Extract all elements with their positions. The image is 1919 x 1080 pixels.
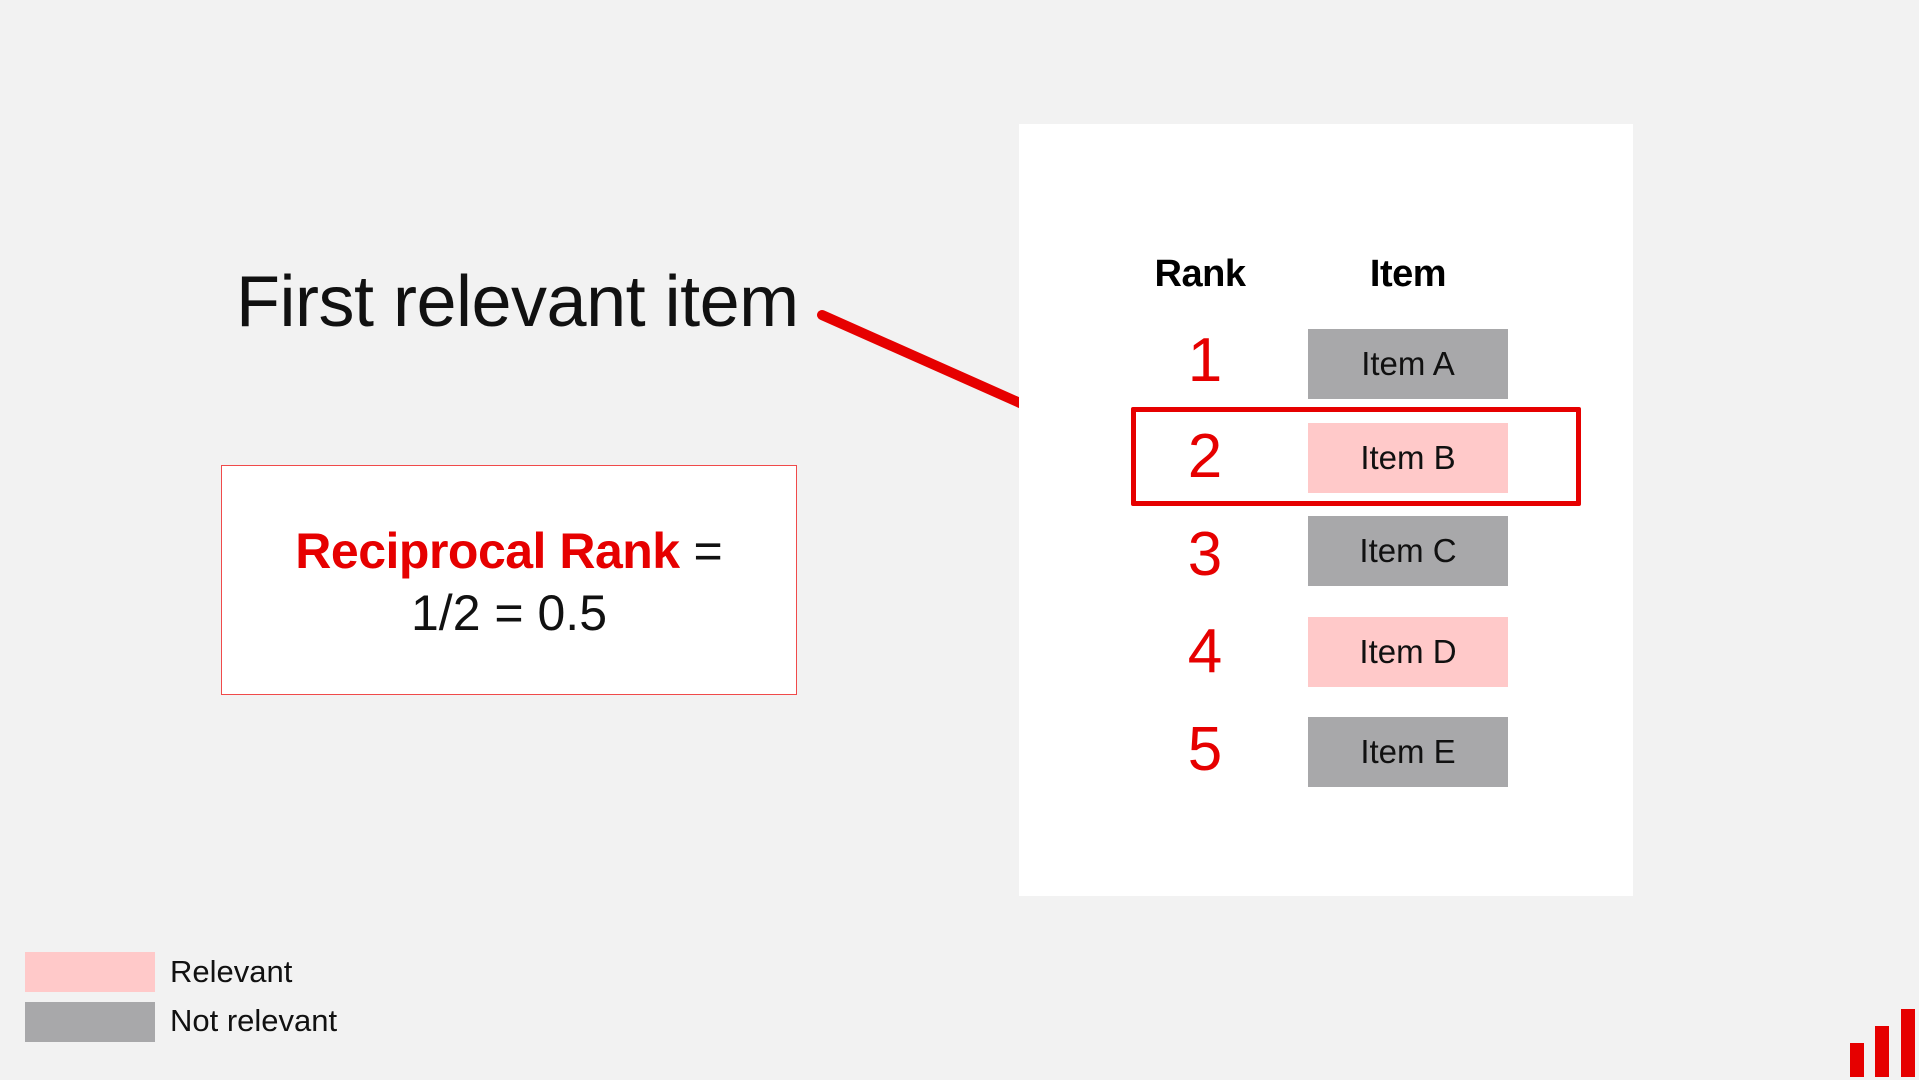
- item-not-relevant: Item C: [1308, 516, 1508, 586]
- rank-number: 4: [1187, 617, 1223, 686]
- item-column-header: Item: [1369, 253, 1447, 295]
- item-relevant: Item D: [1308, 617, 1508, 687]
- rank-number: 3: [1187, 520, 1223, 589]
- item-not-relevant: Item E: [1308, 717, 1508, 787]
- legend-swatch-relevant: [25, 952, 155, 992]
- first-relevant-highlight: [1131, 407, 1581, 506]
- formula-line-1: Reciprocal Rank =: [295, 520, 722, 582]
- legend-label-not-relevant: Not relevant: [170, 1003, 338, 1038]
- item-label: Item D: [1359, 633, 1457, 670]
- formula-expression: 1/2 = 0.5: [411, 585, 607, 641]
- item-label: Item E: [1360, 733, 1456, 770]
- rank-number: 5: [1187, 715, 1223, 784]
- slide-title: First relevant item: [236, 262, 799, 342]
- item-label: Item A: [1361, 345, 1455, 382]
- item-label: Item C: [1359, 532, 1457, 569]
- rank-column-header: Rank: [1154, 253, 1246, 295]
- logo-bars-icon: [1849, 1000, 1919, 1080]
- rank-number: 2: [1187, 422, 1223, 491]
- legend-label-relevant: Relevant: [170, 954, 293, 989]
- legend-swatch-not-relevant: [25, 1002, 155, 1042]
- formula-equals: =: [679, 523, 723, 579]
- formula-box: Reciprocal Rank = 1/2 = 0.5: [221, 465, 797, 695]
- item-not-relevant: Item A: [1308, 329, 1508, 399]
- formula-term: Reciprocal Rank: [295, 523, 680, 579]
- rank-number: 1: [1187, 326, 1223, 395]
- item-label: Item B: [1360, 439, 1456, 476]
- item-relevant: Item B: [1308, 423, 1508, 493]
